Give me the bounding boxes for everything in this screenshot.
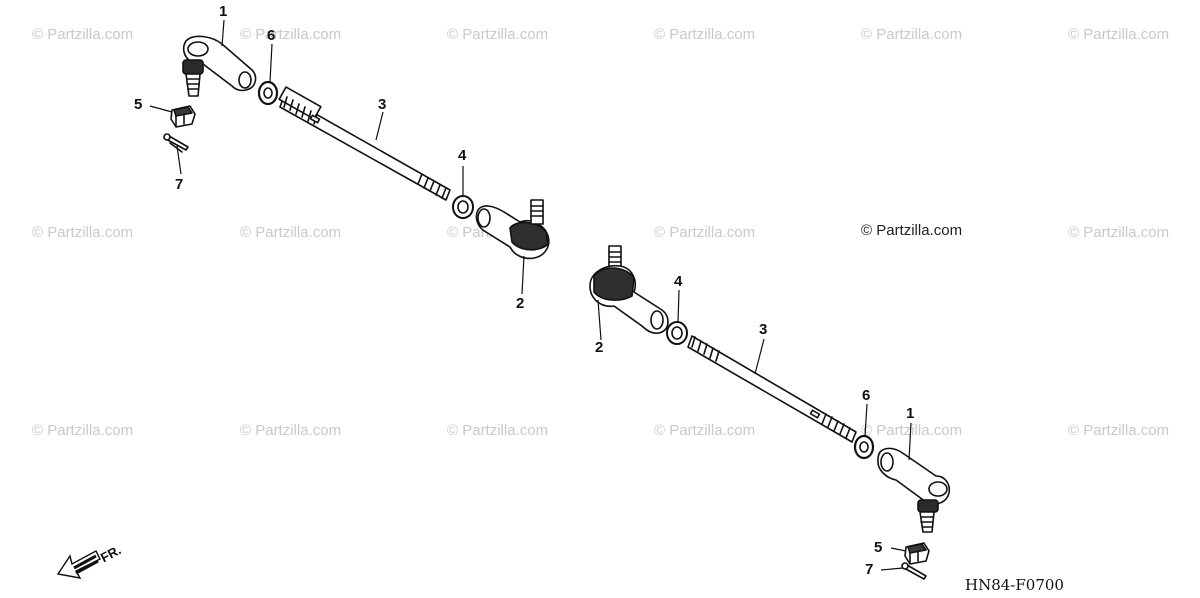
front-direction-arrow [56, 550, 101, 579]
watermark: © Partzilla.com [654, 224, 756, 241]
watermark: © Partzilla.com [654, 422, 756, 439]
lock-washer-left [257, 80, 279, 106]
watermark: © Partzilla.com [654, 26, 756, 43]
tie-rod-shaft-left [278, 86, 451, 201]
jam-nut-right [666, 321, 688, 345]
callout-1-left: 1 [219, 3, 228, 20]
callout-1-right: 1 [906, 405, 915, 422]
ball-joint-left [475, 199, 550, 260]
callout-3-right: 3 [759, 321, 768, 338]
callout-5-right: 5 [874, 539, 883, 556]
castle-nut-left [170, 105, 196, 128]
cotter-pin-left [163, 133, 189, 153]
ball-joint-right [589, 245, 669, 334]
callout-3-left: 3 [378, 96, 387, 113]
leader-lines [149, 19, 912, 571]
watermark: © Partzilla.com [32, 422, 134, 439]
watermark-strong: © Partzilla.com [861, 222, 963, 239]
watermark: © Partzilla.com [32, 26, 134, 43]
callout-2-right: 2 [595, 339, 604, 356]
cotter-pin-right [901, 562, 927, 580]
castle-nut-right [904, 542, 930, 565]
callout-6-left: 6 [267, 27, 276, 44]
tie-rod-shaft-right [687, 335, 857, 443]
watermark: © Partzilla.com [1068, 26, 1170, 43]
jam-nut-left [452, 195, 474, 219]
watermark: © Partzilla.com [32, 224, 134, 241]
callout-4-left: 4 [458, 147, 467, 164]
watermark: © Partzilla.com [447, 26, 549, 43]
callout-2-left: 2 [516, 295, 525, 312]
callout-4-right: 4 [674, 273, 683, 290]
watermark: © Partzilla.com [240, 224, 342, 241]
callout-5-left: 5 [134, 96, 143, 113]
watermark: © Partzilla.com [861, 422, 963, 439]
watermark: © Partzilla.com [1068, 224, 1170, 241]
watermark: © Partzilla.com [861, 26, 963, 43]
diagram-code: HN84-F0700 [965, 576, 1064, 594]
watermark: © Partzilla.com [1068, 422, 1170, 439]
callout-7-left: 7 [175, 176, 184, 193]
tie-rod-end-left [182, 35, 257, 97]
watermark: © Partzilla.com [240, 26, 342, 43]
lock-washer-right [853, 434, 875, 460]
watermark: © Partzilla.com [447, 422, 549, 439]
callout-6-right: 6 [862, 387, 871, 404]
callout-7-right: 7 [865, 561, 874, 578]
watermark: © Partzilla.com [240, 422, 342, 439]
tie-rod-end-right [877, 447, 951, 533]
